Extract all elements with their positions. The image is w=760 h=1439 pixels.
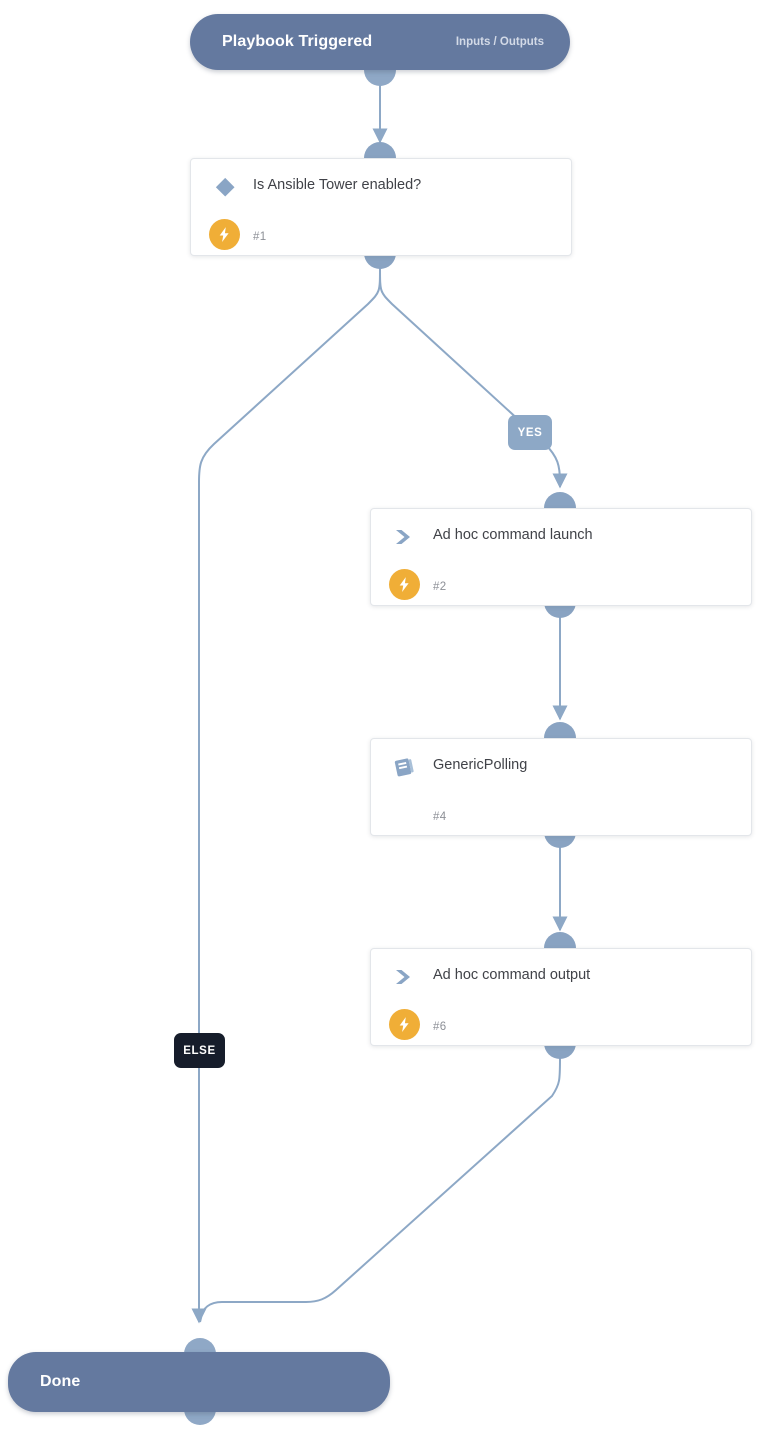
node-number: #2: [433, 581, 447, 593]
end-node-title: Done: [40, 1373, 81, 1390]
port-done-in[interactable]: [184, 1338, 216, 1354]
node-ad-hoc-command-output[interactable]: Ad hoc command output #6: [370, 948, 752, 1046]
node-number: #6: [433, 1021, 447, 1033]
node-ad-hoc-command-launch[interactable]: Ad hoc command launch #2: [370, 508, 752, 606]
start-node-title: Playbook Triggered: [222, 33, 373, 50]
node-title: Ad hoc command launch: [433, 527, 593, 543]
bolt-badge-icon: [389, 1009, 420, 1040]
port-n1-out[interactable]: [364, 253, 396, 269]
node-number: #4: [433, 811, 447, 823]
port-n6-in[interactable]: [544, 932, 576, 948]
node-title: Ad hoc command output: [433, 967, 591, 983]
bolt-badge-icon: [389, 569, 420, 600]
port-n4-in[interactable]: [544, 722, 576, 738]
chevron-command-icon: [391, 523, 419, 551]
diamond-condition-icon: [211, 173, 239, 201]
node-title: GenericPolling: [433, 757, 528, 773]
node-playbook-triggered[interactable]: Playbook Triggered Inputs / Outputs: [190, 14, 570, 70]
port-n6-out[interactable]: [544, 1043, 576, 1059]
node-generic-polling[interactable]: GenericPolling #4: [370, 738, 752, 836]
inputs-outputs-link[interactable]: Inputs / Outputs: [455, 36, 544, 48]
port-done-out[interactable]: [184, 1409, 216, 1425]
port-n2-out[interactable]: [544, 602, 576, 618]
branch-label-yes-text: YES: [517, 426, 543, 439]
node-is-ansible-tower-enabled[interactable]: Is Ansible Tower enabled? #1: [190, 158, 572, 256]
port-n1-in[interactable]: [364, 142, 396, 158]
edge-n6-to-done: [199, 1057, 561, 1323]
node-number: #1: [253, 231, 267, 243]
branch-label-yes[interactable]: YES: [508, 415, 552, 450]
node-title: Is Ansible Tower enabled?: [253, 177, 422, 193]
branch-label-else-text: ELSE: [183, 1044, 216, 1057]
branch-label-else[interactable]: ELSE: [174, 1033, 225, 1068]
port-start-out[interactable]: [364, 70, 396, 86]
port-n2-in[interactable]: [544, 492, 576, 508]
book-playbook-icon: [391, 753, 419, 781]
edge-n1-yes: [379, 267, 568, 489]
edge-n1-else: [191, 267, 381, 1324]
node-done[interactable]: Done: [8, 1352, 390, 1412]
bolt-badge-icon: [209, 219, 240, 250]
chevron-command-icon: [391, 963, 419, 991]
